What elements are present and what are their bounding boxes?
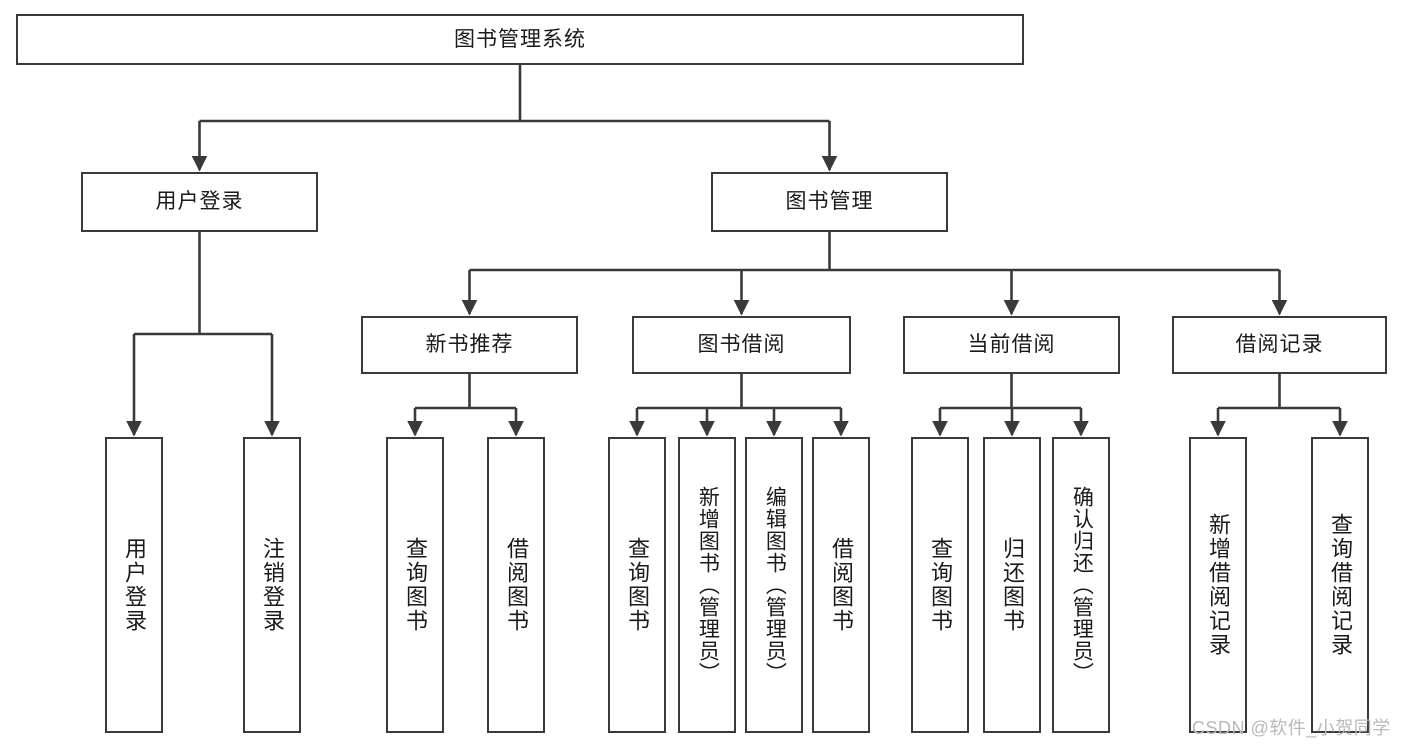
node-leaf-query-record[interactable]: 查询借阅记录 — [1311, 437, 1369, 733]
node-leaf-borrow-book-1[interactable]: 借阅图书 — [487, 437, 545, 733]
node-new-book-rec-label: 新书推荐 — [425, 333, 514, 357]
node-leaf-user-login-label: 用户登录 — [121, 537, 147, 633]
node-book-manage-label: 图书管理 — [785, 190, 874, 214]
node-leaf-edit-book-label: 编辑图书（管理员） — [763, 486, 787, 684]
node-borrow-record-label: 借阅记录 — [1235, 333, 1324, 357]
node-leaf-query-record-label: 查询借阅记录 — [1327, 513, 1353, 657]
node-leaf-query-book-3[interactable]: 查询图书 — [911, 437, 969, 733]
node-leaf-query-book-1-label: 查询图书 — [402, 537, 428, 633]
node-leaf-borrow-book-2-label: 借阅图书 — [828, 537, 854, 633]
node-leaf-add-record[interactable]: 新增借阅记录 — [1189, 437, 1247, 733]
node-leaf-return-book-label: 归还图书 — [999, 537, 1025, 633]
node-leaf-query-book-3-label: 查询图书 — [927, 537, 953, 633]
node-leaf-confirm-return[interactable]: 确认归还（管理员） — [1052, 437, 1110, 733]
node-leaf-add-book[interactable]: 新增图书（管理员） — [678, 437, 736, 733]
node-current-borrow-label: 当前借阅 — [967, 333, 1056, 357]
node-leaf-return-book[interactable]: 归还图书 — [983, 437, 1041, 733]
node-root[interactable]: 图书管理系统 — [16, 14, 1024, 65]
node-root-label: 图书管理系统 — [454, 27, 586, 51]
node-new-book-rec[interactable]: 新书推荐 — [361, 316, 578, 374]
node-leaf-borrow-book-2[interactable]: 借阅图书 — [812, 437, 870, 733]
node-leaf-query-book-2[interactable]: 查询图书 — [608, 437, 666, 733]
csdn-watermark: CSDN @软件_小贺同学 — [1192, 718, 1391, 738]
node-leaf-borrow-book-1-label: 借阅图书 — [503, 537, 529, 633]
node-leaf-user-logout[interactable]: 注销登录 — [243, 437, 301, 733]
node-borrow-record[interactable]: 借阅记录 — [1172, 316, 1387, 374]
node-user-login-label: 用户登录 — [155, 190, 244, 214]
node-current-borrow[interactable]: 当前借阅 — [903, 316, 1120, 374]
node-leaf-add-book-label: 新增图书（管理员） — [696, 486, 720, 684]
node-leaf-add-record-label: 新增借阅记录 — [1205, 513, 1231, 657]
node-book-borrow-label: 图书借阅 — [697, 333, 786, 357]
node-leaf-user-login[interactable]: 用户登录 — [105, 437, 163, 733]
node-leaf-query-book-1[interactable]: 查询图书 — [386, 437, 444, 733]
node-book-manage[interactable]: 图书管理 — [711, 172, 948, 232]
node-leaf-confirm-return-label: 确认归还（管理员） — [1070, 486, 1094, 684]
node-leaf-user-logout-label: 注销登录 — [259, 537, 285, 633]
node-leaf-edit-book[interactable]: 编辑图书（管理员） — [745, 437, 803, 733]
node-leaf-query-book-2-label: 查询图书 — [624, 537, 650, 633]
node-book-borrow[interactable]: 图书借阅 — [632, 316, 851, 374]
node-user-login[interactable]: 用户登录 — [81, 172, 318, 232]
